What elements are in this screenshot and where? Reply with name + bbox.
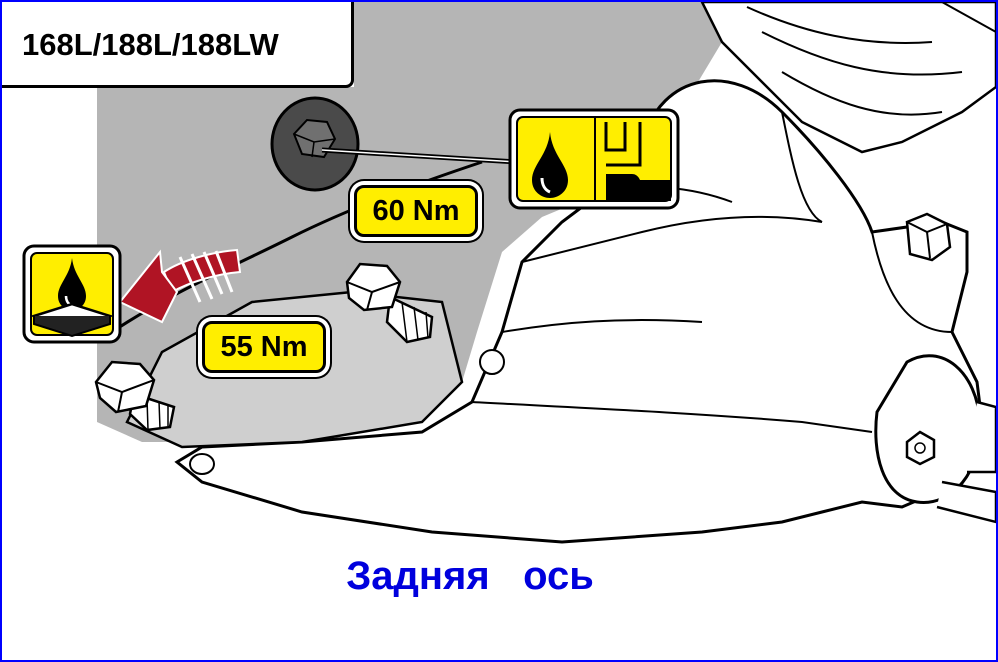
flange-nut (905, 430, 936, 466)
rotation-arrow-icon (118, 248, 242, 324)
torque-label-mount-bolt: 55 Nm (202, 321, 326, 373)
axle-shaft (936, 480, 996, 524)
fill-plug (270, 96, 360, 192)
mount-bolt-upper (345, 262, 434, 344)
oil-drain-pan-icon (22, 244, 122, 344)
oil-fill-level-icon (508, 108, 680, 210)
caption: Задняя ось (346, 554, 594, 598)
torque-label-fill-plug: 60 Nm (354, 185, 478, 237)
differential-housing (174, 79, 984, 544)
upper-right-bolt (905, 212, 952, 262)
model-label: 168L/188L/188LW (2, 2, 354, 88)
mount-bolt-lower (94, 360, 176, 432)
